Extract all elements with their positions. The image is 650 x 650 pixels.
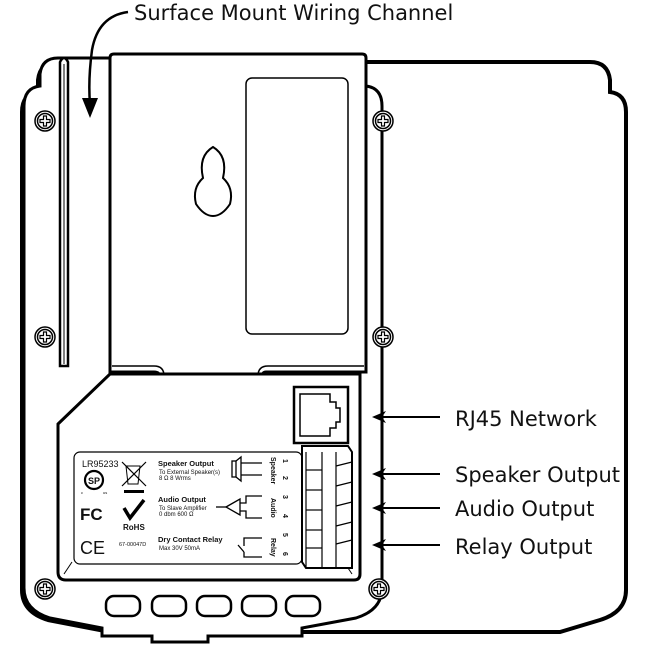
speaker-output-line2: 8 Ω 8 Wrms [159, 476, 191, 482]
vent-slot [284, 594, 322, 618]
weee-bin-icon [121, 461, 147, 493]
model-number: LR95233 [82, 459, 119, 469]
audio-output-line2: 0 dbm 600 Ω [159, 512, 194, 518]
relay-side-label: Relay [269, 538, 276, 557]
callout-audio-output: Audio Output [455, 497, 594, 521]
screw-icon [34, 326, 56, 348]
audio-output-title: Audio Output [158, 495, 206, 504]
amplifier-symbol-icon [216, 495, 262, 519]
relay-line1: Max 30V 50mA [159, 546, 200, 552]
screw-icon [34, 110, 56, 132]
rj45-jack[interactable] [292, 385, 350, 445]
callout-arrow-wiring-channel [82, 10, 129, 118]
callout-rj45-network: RJ45 Network [455, 407, 598, 431]
fc-logo: FC [80, 505, 103, 524]
pin-number: 4 [281, 514, 288, 518]
vent-slot [150, 594, 188, 618]
speaker-side-label: Speaker [269, 457, 276, 485]
svg-text:us: us [103, 490, 107, 495]
pin-number: 6 [281, 552, 288, 556]
ce-logo: CE [80, 538, 105, 558]
arrow-left-icon [372, 539, 440, 551]
relay-contact-icon [237, 537, 262, 558]
label-window [245, 77, 349, 335]
pin-number: 3 [281, 495, 288, 499]
vent-slot [240, 594, 278, 618]
speaker-output-line1: To External Speaker(s) [159, 470, 220, 476]
pin-number: 2 [281, 476, 288, 480]
relay-title: Dry Contact Relay [158, 535, 223, 544]
svg-text:SP: SP [88, 476, 100, 486]
speaker-symbol-icon [231, 455, 262, 483]
audio-output-line1: To Slave Amplifier [159, 506, 207, 512]
arrow-left-icon [372, 411, 440, 423]
vent-slot [104, 594, 142, 618]
pin-number: 5 [281, 533, 288, 537]
csa-logo-icon: SP c us [81, 469, 107, 495]
pin-number: 1 [281, 459, 288, 463]
rohs-check-icon [122, 498, 146, 522]
callout-relay-output: Relay Output [455, 535, 592, 559]
svg-text:c: c [81, 490, 83, 495]
screw-icon [372, 326, 394, 348]
audio-side-label: Audio [269, 498, 276, 518]
screw-icon [368, 578, 390, 600]
arrow-left-icon [372, 502, 440, 514]
arrow-left-icon [372, 468, 440, 480]
keyhole-mount [193, 145, 233, 218]
terminal-block[interactable] [301, 445, 353, 569]
speaker-output-title: Speaker Output [158, 459, 214, 468]
part-number: 67-00047D [119, 542, 146, 548]
callout-speaker-output: Speaker Output [455, 463, 620, 487]
screw-icon [34, 578, 56, 600]
rohs-label: RoHS [123, 523, 145, 532]
screw-icon [372, 110, 394, 132]
vent-slot [195, 594, 233, 618]
callout-wiring-channel: Surface Mount Wiring Channel [134, 1, 453, 25]
